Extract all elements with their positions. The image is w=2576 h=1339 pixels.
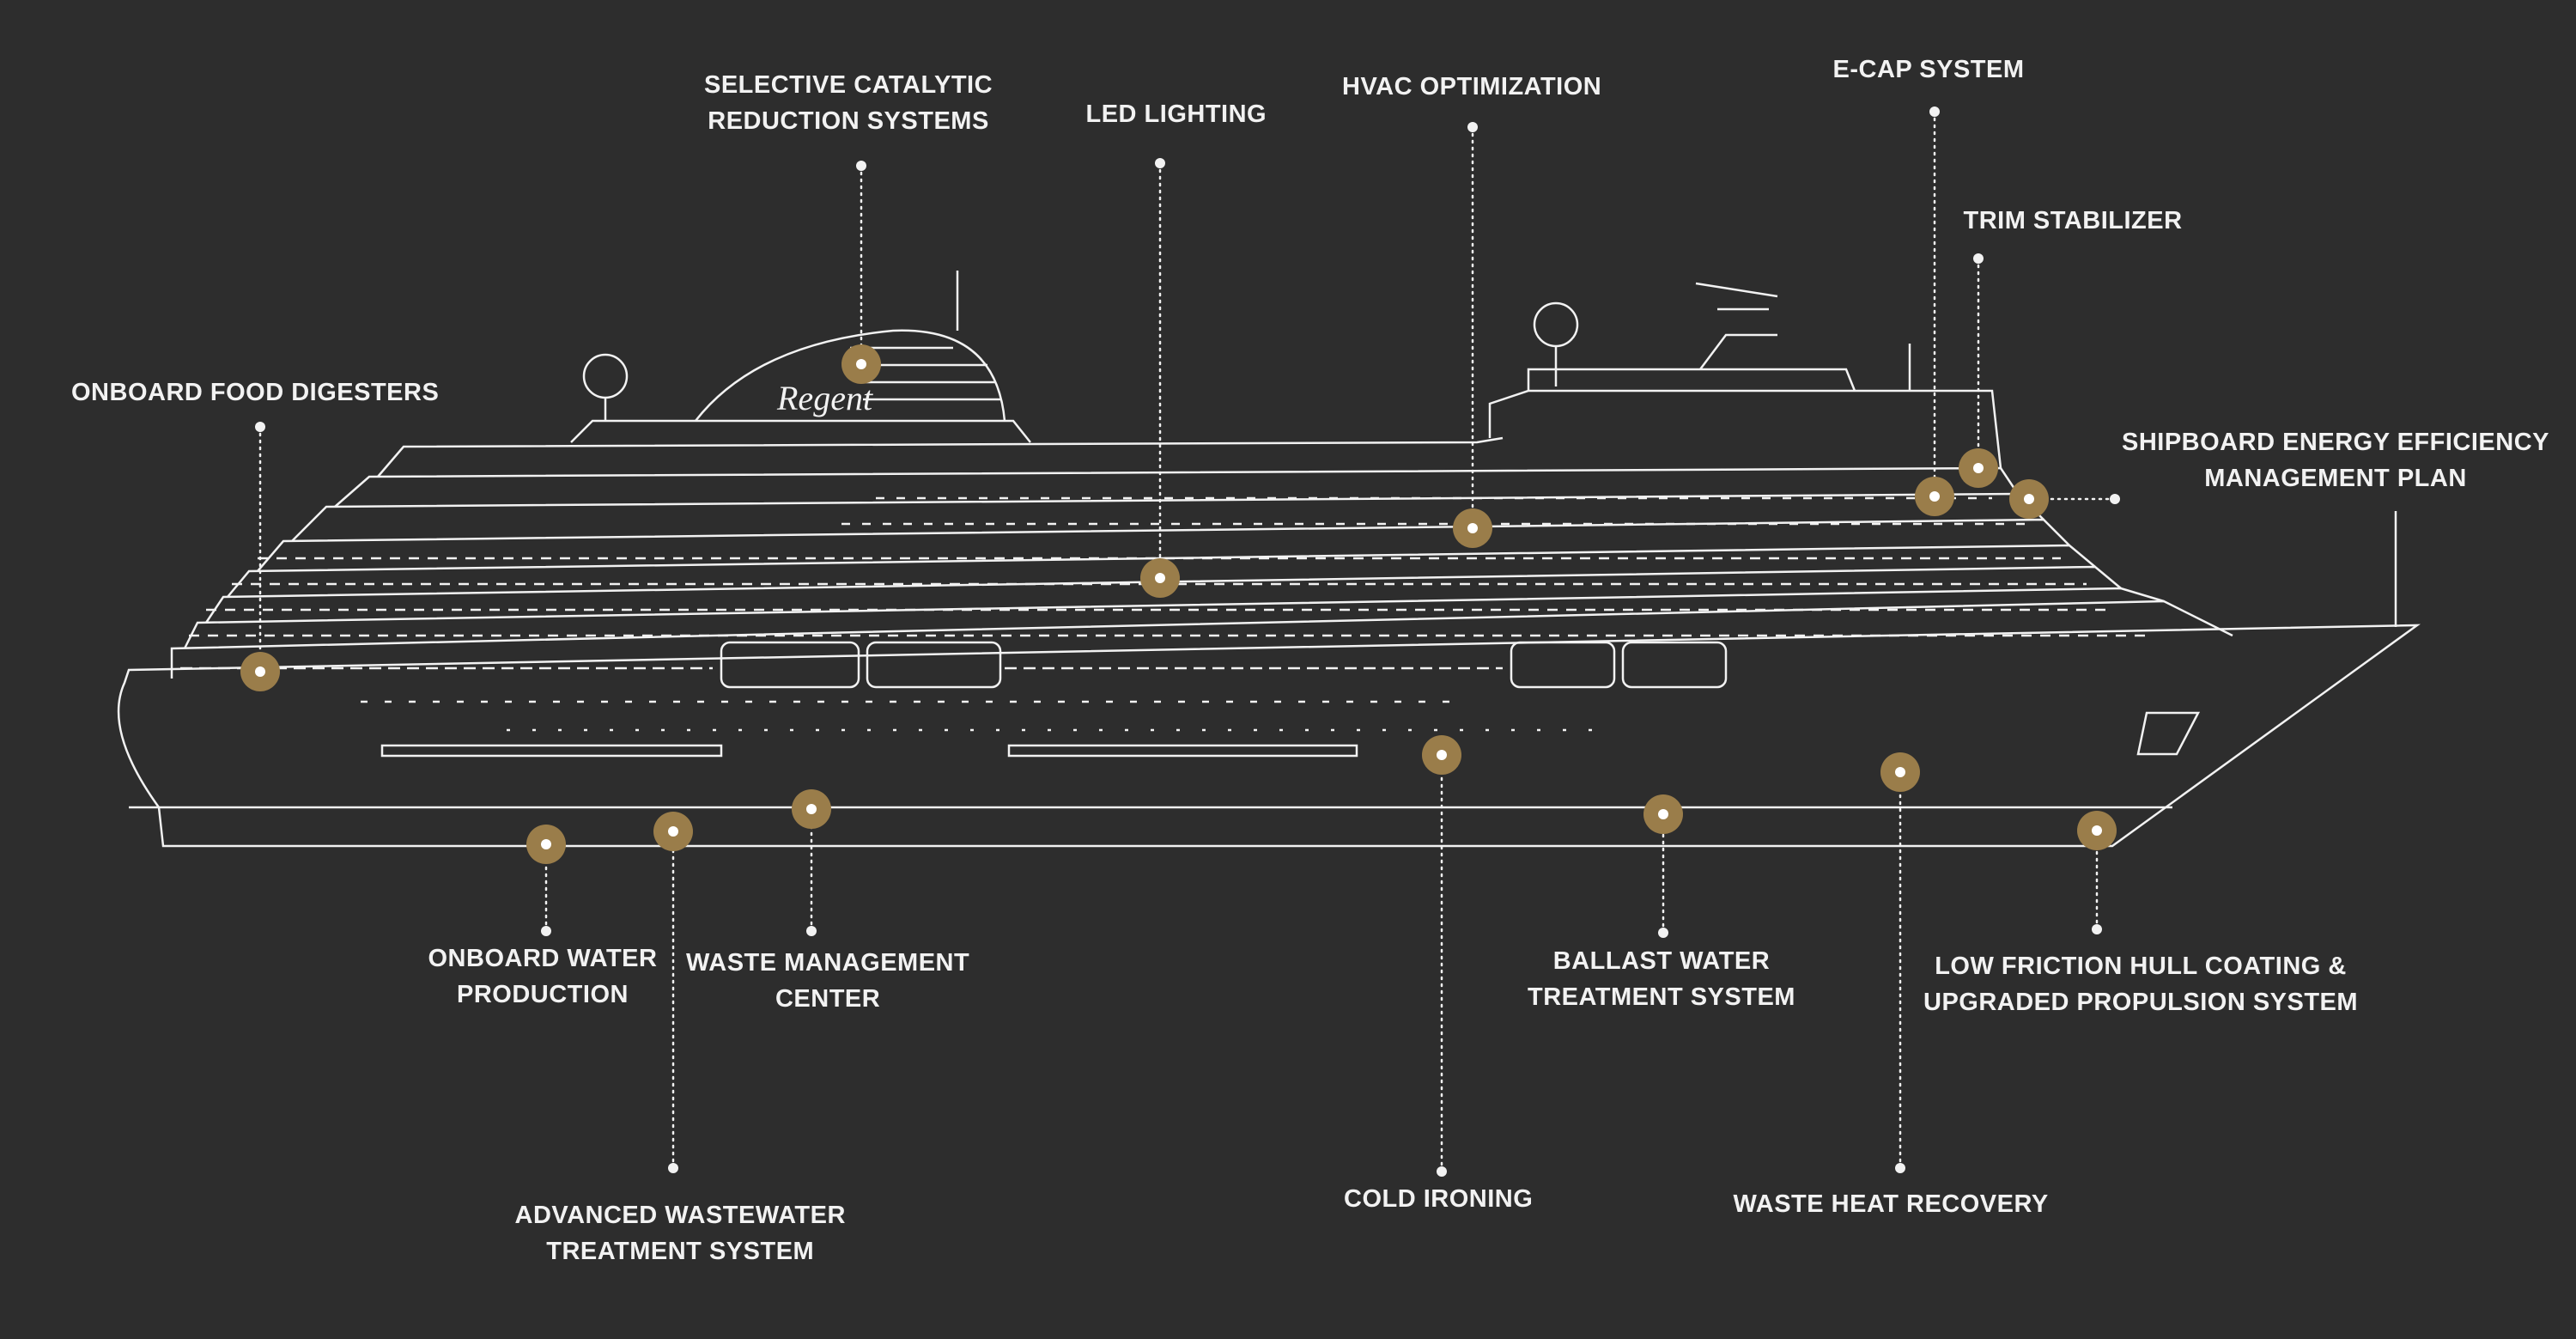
hvac-optimization-label: HVAC OPTIMIZATION <box>1342 69 1601 105</box>
label-line: COLD IRONING <box>1344 1185 1534 1213</box>
waste-heat-recovery-label: WASTE HEAT RECOVERY <box>1734 1186 2049 1222</box>
label-line: ADVANCED WASTEWATER <box>514 1202 846 1229</box>
cold-ironing-marker-core <box>1437 750 1447 760</box>
cold-ironing-label: COLD IRONING <box>1344 1181 1533 1217</box>
shipboard-energy-efficiency-marker-core <box>2024 494 2034 504</box>
e-cap-system-label: E-CAP SYSTEM <box>1833 52 2025 88</box>
label-line: ONBOARD FOOD DIGESTERS <box>71 379 440 406</box>
advanced-wastewater-marker-core <box>668 826 678 837</box>
hvac-optimization-marker-core <box>1467 523 1478 533</box>
hvac-optimization-endpoint <box>1467 122 1478 132</box>
label-line: ONBOARD WATER <box>428 945 658 972</box>
onboard-food-digesters-endpoint <box>255 422 265 432</box>
ballast-water-endpoint <box>1658 928 1668 938</box>
onboard-food-digesters-marker-core <box>255 666 265 677</box>
label-line: WASTE HEAT RECOVERY <box>1733 1190 2049 1218</box>
waste-management-center-endpoint <box>806 926 817 936</box>
onboard-food-digesters-label: ONBOARD FOOD DIGESTERS <box>71 374 439 411</box>
label-line: LED LIGHTING <box>1085 100 1267 128</box>
advanced-wastewater-label: ADVANCED WASTEWATER TREATMENT SYSTEM <box>515 1197 846 1269</box>
ballast-water-marker-core <box>1658 809 1668 819</box>
trim-stabilizer-marker-core <box>1973 463 1984 473</box>
label-line: UPGRADED PROPULSION SYSTEM <box>1923 989 2359 1016</box>
onboard-water-production-endpoint <box>541 926 551 936</box>
label-line: BALLAST WATER <box>1552 947 1771 975</box>
advanced-wastewater-endpoint <box>668 1163 678 1173</box>
shipboard-energy-efficiency-label: SHIPBOARD ENERGY EFFICIENCY MANAGEMENT PL… <box>2122 424 2549 496</box>
label-line: CENTER <box>775 985 881 1013</box>
ballast-water-label: BALLAST WATER TREATMENT SYSTEM <box>1528 943 1795 1015</box>
led-lighting-marker-core <box>1155 573 1165 583</box>
low-friction-hull-marker-core <box>2092 825 2102 836</box>
trim-stabilizer-endpoint <box>1973 253 1984 264</box>
led-lighting-label: LED LIGHTING <box>1086 96 1267 132</box>
ship-outline <box>117 271 2421 848</box>
onboard-water-production-marker-core <box>541 839 551 849</box>
callouts <box>240 107 2120 1177</box>
low-friction-hull-label: LOW FRICTION HULL COATING & UPGRADED PROP… <box>1923 948 2358 1020</box>
selective-catalytic-reduction-label: SELECTIVE CATALYTIC REDUCTION SYSTEMS <box>704 67 993 139</box>
e-cap-system-endpoint <box>1929 107 1940 117</box>
ship-logo: Regent <box>776 379 873 417</box>
waste-heat-recovery-endpoint <box>1895 1163 1905 1173</box>
label-line: E-CAP SYSTEM <box>1832 56 2025 83</box>
led-lighting-endpoint <box>1155 158 1165 168</box>
waste-heat-recovery-marker-core <box>1895 767 1905 777</box>
label-line: REDUCTION SYSTEMS <box>708 107 989 135</box>
label-line: TRIM STABILIZER <box>1963 207 2183 234</box>
low-friction-hull-endpoint <box>2092 924 2102 934</box>
label-line: MANAGEMENT PLAN <box>2204 465 2467 492</box>
selective-catalytic-reduction-endpoint <box>856 161 866 171</box>
selective-catalytic-reduction-marker-core <box>856 359 866 369</box>
label-line: SELECTIVE CATALYTIC <box>704 71 993 99</box>
label-line: TREATMENT SYSTEM <box>546 1238 815 1265</box>
onboard-water-production-label: ONBOARD WATER PRODUCTION <box>428 940 658 1013</box>
waste-management-center-marker-core <box>806 804 817 814</box>
e-cap-system-marker-core <box>1929 491 1940 502</box>
label-line: TREATMENT SYSTEM <box>1528 983 1795 1011</box>
waste-management-center-label: WASTE MANAGEMENT CENTER <box>686 945 969 1017</box>
shipboard-energy-efficiency-endpoint <box>2110 494 2120 504</box>
label-line: PRODUCTION <box>457 981 629 1008</box>
label-line: WASTE MANAGEMENT <box>686 949 970 977</box>
cold-ironing-endpoint <box>1437 1166 1447 1177</box>
trim-stabilizer-label: TRIM STABILIZER <box>1964 203 2183 239</box>
label-line: HVAC OPTIMIZATION <box>1342 73 1602 100</box>
label-line: LOW FRICTION HULL COATING & <box>1935 953 2347 980</box>
label-line: SHIPBOARD ENERGY EFFICIENCY <box>2122 429 2549 456</box>
